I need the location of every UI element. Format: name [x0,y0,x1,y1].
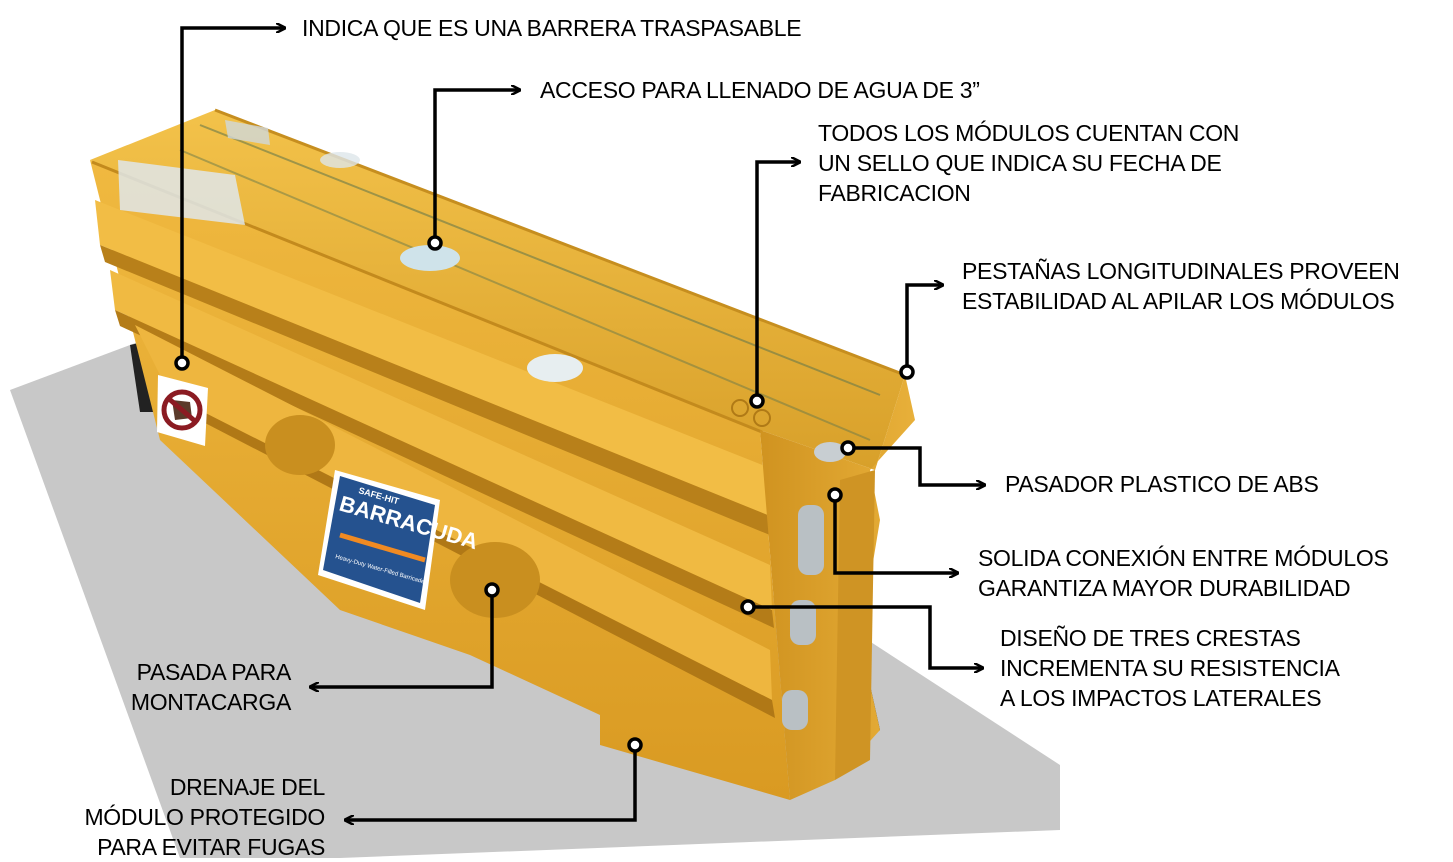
label-barrera-traspasable: INDICA QUE ES UNA BARRERA TRASPASABLE [302,13,802,43]
ridge-2-shade [115,310,774,628]
ridge-2 [110,270,772,610]
abs-pin-head [814,442,846,462]
leader-acceso [433,90,520,245]
label-conexion: SOLIDA CONEXIÓN ENTRE MÓDULOS GARANTIZA … [978,543,1389,603]
label-line: MONTACARGA [130,689,291,715]
label-line: MÓDULO PROTEGIDO [84,804,325,830]
callout-lines [180,28,985,820]
top-cap-small [320,152,360,168]
drain-cap [527,354,583,382]
leader-montacarga [310,590,494,687]
ridge-1-shade [100,245,782,540]
pin-3 [782,690,808,730]
water-fill-cap [400,245,460,271]
brand-logo-plate: SAFE-HIT BARRACUDA Heavy-Duty Water-Fill… [318,470,481,610]
forklift-hole-1 [265,415,335,475]
label-line: PESTAÑAS LONGITUDINALES PROVEEN [962,258,1400,284]
label-line: DISEÑO DE TRES CRESTAS [1000,625,1301,651]
small-sticker [225,120,270,145]
date-stamp-icon [731,399,771,427]
label-line: SOLIDA CONEXIÓN ENTRE MÓDULOS [978,545,1389,571]
label-line: FABRICACION [818,180,971,206]
callout-dots [174,235,915,753]
label-line: TODOS LOS MÓDULOS CUENTAN CON [818,120,1240,146]
label-sello-fecha: TODOS LOS MÓDULOS CUENTAN CON UN SELLO Q… [818,118,1239,208]
ridge-1 [95,200,780,520]
label-line: A LOS IMPACTOS LATERALES [1000,685,1322,711]
label-line: DRENAJE DEL [169,774,325,800]
label-montacarga: PASADA PARA MONTACARGA [131,657,291,717]
no-step-sign-icon [157,375,208,446]
label-line: PARA EVITAR FUGAS [97,834,325,860]
pin-1 [798,505,824,575]
label-line: INCREMENTA SU RESISTENCIA [1000,655,1340,681]
leader-pestanas [905,285,943,372]
label-line: UN SELLO QUE INDICA SU FECHA DE [818,150,1222,176]
label-line: ACCESO PARA LLENADO DE AGUA DE 3” [540,77,980,103]
label-line: INDICA QUE ES UNA BARRERA TRASPASABLE [302,15,802,41]
forklift-hole-2 [450,542,540,618]
leader-drenaje [345,745,637,820]
label-pasador: PASADOR PLASTICO DE ABS [1005,469,1319,499]
label-line: ESTABILIDAD AL APILAR LOS MÓDULOS [962,288,1395,314]
barrier-top [90,110,905,470]
label-line: PASADA PARA [136,659,292,685]
label-acceso-llenado: ACCESO PARA LLENADO DE AGUA DE 3” [540,75,980,105]
leader-conexion [833,497,958,573]
leader-barrera [180,28,285,365]
label-line: PASADOR PLASTICO DE ABS [1005,471,1319,497]
leader-pasador [848,446,985,485]
pin-2 [790,600,816,645]
label-crestas: DISEÑO DE TRES CRESTAS INCREMENTA SU RES… [1000,623,1340,713]
leader-sello [755,162,800,403]
label-drenaje: DRENAJE DEL MÓDULO PROTEGIDO PARA EVITAR… [84,772,325,862]
leader-crestas [748,605,983,668]
label-pestanas: PESTAÑAS LONGITUDINALES PROVEEN ESTABILI… [962,256,1400,316]
label-line: GARANTIZA MAYOR DURABILIDAD [978,575,1351,601]
